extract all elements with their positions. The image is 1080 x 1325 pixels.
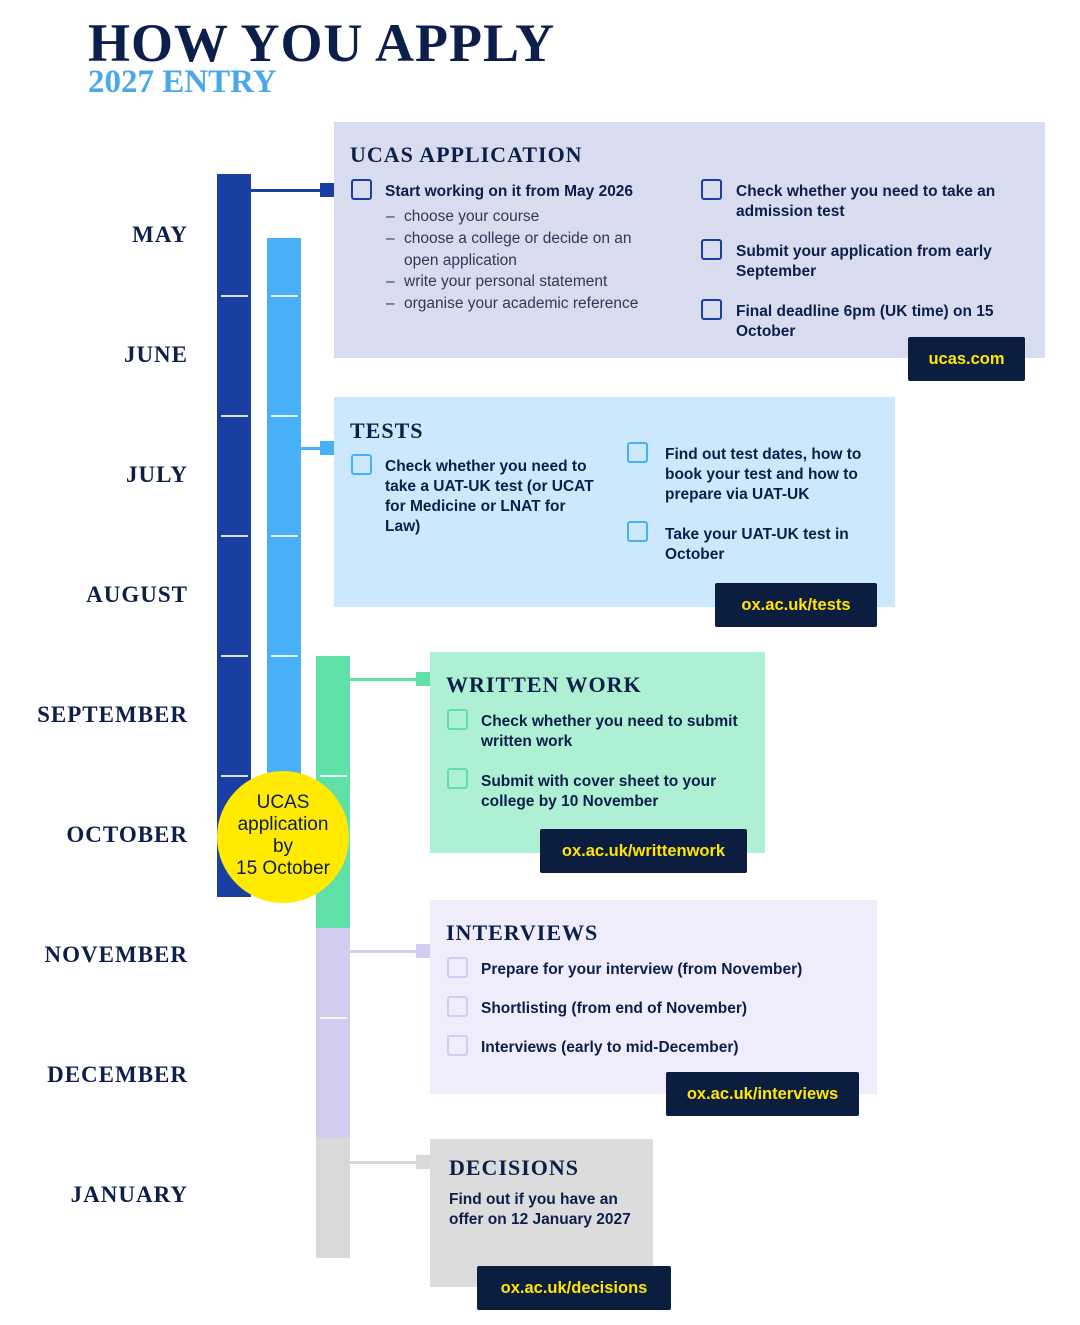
month-label-november: NOVEMBER [44,942,188,967]
month-label-october: OCTOBER [66,822,188,847]
tests-timeline-bar [267,238,301,798]
month-label-january: JANUARY [70,1182,188,1207]
interviews-connector [350,950,420,953]
tests-checkbox-1[interactable] [351,454,372,475]
decisions-link[interactable]: ox.ac.uk/decisions [477,1266,671,1310]
decisions-connector-node [416,1155,430,1169]
interviews-checkbox-2[interactable] [447,996,468,1017]
interviews-item-prepare: Prepare for your interview (from Novembe… [481,961,803,978]
tests-item-check: Check whether you need to take a UAT-UK … [385,458,594,535]
month-label-september: SEPTEMBER [37,702,188,727]
written-work-card [430,652,765,853]
interviews-card [430,900,877,1094]
ucas-item-start: Start working on it from May 2026 [385,183,634,200]
ucas-checkbox-1[interactable] [351,179,372,200]
tests-connector-node [320,441,334,455]
written-work-connector-node [416,672,430,686]
badge-line-1: UCAS [256,792,310,813]
badge-line-2: application [237,814,329,835]
timeline-tick [271,295,298,297]
timeline-tick [271,655,298,657]
ucas-checkbox-3[interactable] [701,239,722,260]
ucas-subitem-statement: –write your personal statement [386,273,608,290]
timeline-tick [320,1017,347,1019]
month-label-june: JUNE [123,342,188,367]
month-label-august: AUGUST [86,582,188,607]
interviews-timeline-bar [316,928,350,1138]
tests-link[interactable]: ox.ac.uk/tests [715,583,877,627]
tests-connector [301,447,323,450]
tests-checkbox-2[interactable] [627,442,648,463]
tests-item-dates: Find out test dates, how to book your te… [665,446,862,503]
ucas-item-deadline: Final deadline 6pm (UK time) on 15 Octob… [736,303,994,340]
written-work-checkbox-1[interactable] [447,709,468,730]
ucas-deadline-badge: UCAS application by 15 October [217,771,349,903]
timeline-tick [221,415,248,417]
ucas-checkbox-4[interactable] [701,299,722,320]
ucas-connector [251,189,323,192]
decisions-text: Find out if you have an offer on 12 Janu… [449,1191,631,1228]
ucas-application-card [334,122,1045,358]
interviews-connector-node [416,944,430,958]
ucas-connector-node [320,183,334,197]
interviews-card-title: INTERVIEWS [446,920,599,945]
tests-checkbox-3[interactable] [627,521,648,542]
written-work-connector [350,678,420,681]
written-work-link[interactable]: ox.ac.uk/writtenwork [540,829,747,873]
tests-item-take: Take your UAT-UK test in October [665,526,849,563]
page-subtitle: 2027 ENTRY [88,64,277,100]
badge-line-4: 15 October [236,858,330,879]
month-label-may: MAY [132,222,188,247]
decisions-card-title: DECISIONS [449,1155,580,1180]
month-label-july: JULY [126,462,188,487]
page-title: HOW YOU APPLY [88,13,556,73]
ucas-subitem-course: –choose your course [386,208,540,225]
ucas-subitem-college: –choose a college or decide on an open a… [386,230,632,269]
timeline-tick [221,655,248,657]
tests-card-title: TESTS [350,418,424,443]
ucas-item-submit: Submit your application from early Septe… [736,243,992,280]
ucas-checkbox-2[interactable] [701,179,722,200]
written-work-item-submit: Submit with cover sheet to your college … [481,773,717,810]
written-work-checkbox-2[interactable] [447,768,468,789]
ucas-item-admission-test: Check whether you need to take an admiss… [736,183,996,220]
interviews-item-dates: Interviews (early to mid-December) [481,1039,739,1056]
timeline-tick [221,775,248,777]
interviews-checkbox-1[interactable] [447,957,468,978]
ucas-subitem-reference: –organise your academic reference [386,295,639,312]
timeline-tick [221,535,248,537]
ucas-link[interactable]: ucas.com [908,337,1025,381]
badge-line-3: by [272,836,294,857]
interviews-item-shortlisting: Shortlisting (from end of November) [481,1000,748,1017]
decisions-connector [350,1161,420,1164]
timeline-tick [271,415,298,417]
interviews-link[interactable]: ox.ac.uk/interviews [666,1072,859,1116]
timeline-tick [271,535,298,537]
timeline-tick [221,295,248,297]
tests-card [334,397,895,607]
written-work-item-check: Check whether you need to submit written… [481,713,738,750]
ucas-card-title: UCAS APPLICATION [350,142,583,167]
written-work-card-title: WRITTEN WORK [446,672,642,697]
month-label-december: DECEMBER [47,1062,188,1087]
decisions-timeline-bar [316,1138,350,1258]
interviews-checkbox-3[interactable] [447,1035,468,1056]
timeline-tick [320,775,347,777]
decisions-card [430,1139,653,1287]
